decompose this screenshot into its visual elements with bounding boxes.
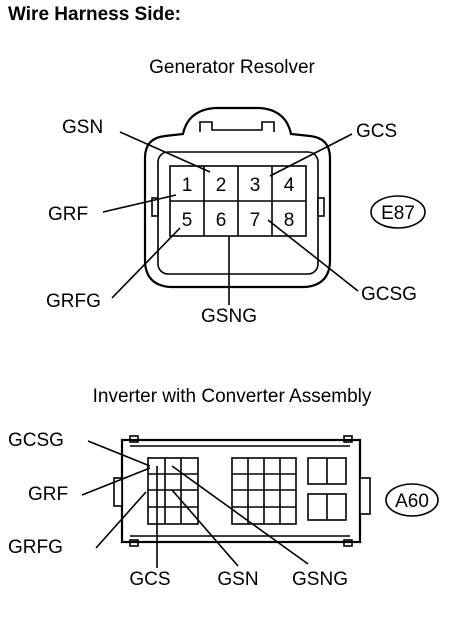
- connector2-id-badge: [385, 483, 439, 517]
- leader-gsn: [119, 131, 211, 173]
- connector2-id: A60: [395, 491, 429, 512]
- pin-8: 8: [284, 210, 295, 231]
- pin-1: 1: [182, 175, 193, 196]
- leader2-gcsg: [87, 440, 151, 467]
- connector1-id-badge: [370, 195, 426, 229]
- leader-grfg: [111, 227, 181, 299]
- label2-grfg: GRFG: [8, 537, 63, 558]
- leader2-gsn: [171, 489, 239, 567]
- pin-4: 4: [284, 175, 295, 196]
- leader-gcsg: [267, 219, 359, 292]
- label-gsng: GSNG: [201, 306, 257, 327]
- pin-5: 5: [182, 210, 193, 231]
- pin-7: 7: [250, 210, 261, 231]
- label-gcs: GCS: [356, 121, 397, 142]
- connector1-body: [143, 106, 332, 289]
- pin-6: 6: [216, 210, 227, 231]
- label2-gcsg: GCSG: [8, 430, 64, 451]
- label-grfg: GRFG: [46, 291, 101, 312]
- label-gcsg: GCSG: [361, 284, 417, 305]
- pin-3: 3: [250, 175, 261, 196]
- label-gsn: GSN: [62, 117, 103, 138]
- leader-gcs: [269, 133, 353, 177]
- leader2-grf: [81, 467, 151, 496]
- label2-gsn: GSN: [217, 569, 258, 590]
- label-grf: GRF: [48, 204, 88, 225]
- connector1-id: E87: [381, 203, 415, 224]
- page-title: Wire Harness Side:: [8, 4, 182, 25]
- leader2-grfg: [95, 491, 147, 549]
- leader-grf: [102, 194, 177, 213]
- label2-grf: GRF: [28, 484, 68, 505]
- pin-2: 2: [216, 175, 227, 196]
- label2-gsng: GSNG: [292, 569, 348, 590]
- connector2-heading: Inverter with Converter Assembly: [93, 386, 372, 407]
- connector1-heading: Generator Resolver: [149, 57, 315, 78]
- label2-gcs: GCS: [129, 569, 170, 590]
- connector2-body: [113, 435, 371, 547]
- leader2-gsng: [171, 465, 309, 565]
